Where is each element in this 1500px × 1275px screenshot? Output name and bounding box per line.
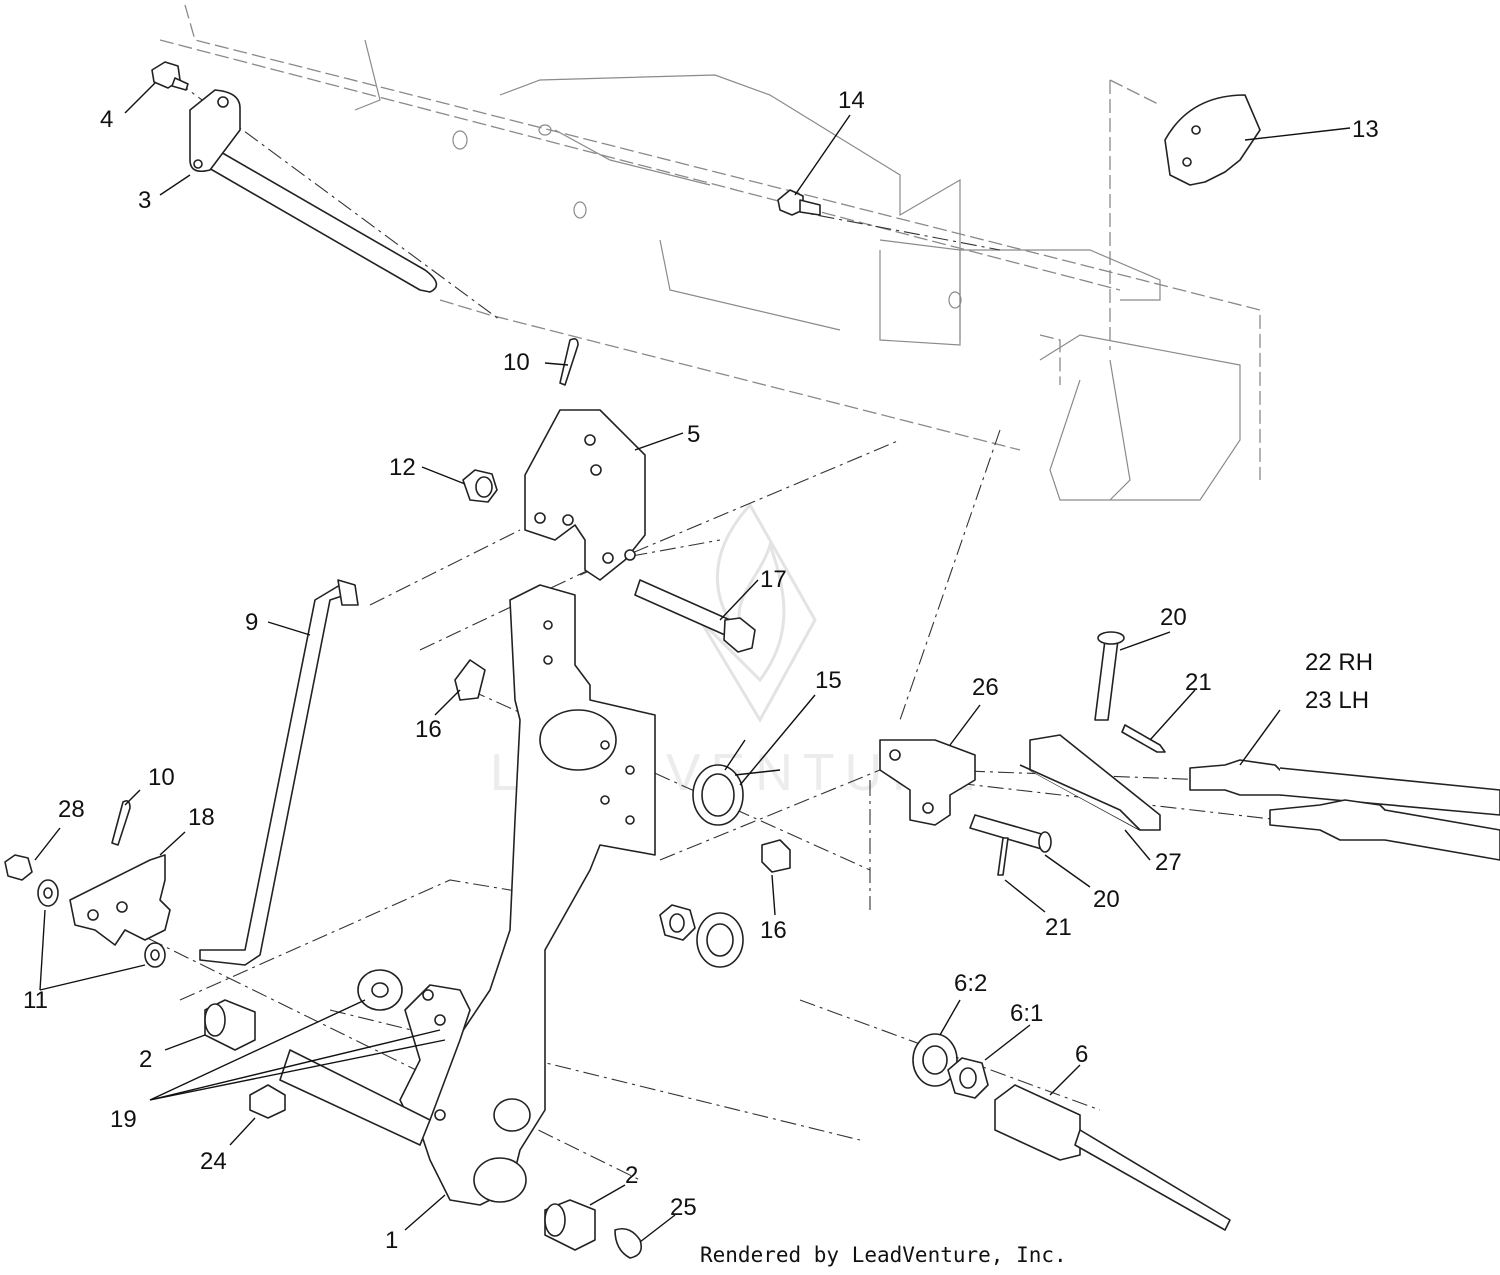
callout-17: 17 [760,566,787,593]
part-17-bolt [634,579,756,653]
callout-6-1: 6:1 [1010,1000,1043,1027]
callout-28: 28 [58,796,85,823]
part-11-washer-b [144,942,166,968]
part-19-hub [279,1049,431,1146]
part-11-washer-a [37,879,59,907]
part-20-clevis-pin-lower [969,814,1052,853]
callout-9: 9 [245,609,258,636]
part-26-clevis [879,739,976,826]
callout-15: 15 [815,667,842,694]
part-28-nut [4,854,33,881]
callout-24: 24 [200,1148,227,1175]
callout-19: 19 [110,1106,137,1133]
callout-16-lower: 16 [760,917,787,944]
callout-labels: 4 3 14 13 10 5 12 17 9 15 16 20 22 RH 23… [23,87,1379,1254]
part-4-bolt [151,61,189,91]
part-19-link-plate [399,984,471,1121]
callout-10-lower: 10 [148,764,175,791]
part-5-bracket [524,409,646,581]
part-21-cotter-pin-upper [1121,724,1166,753]
callout-27: 27 [1155,849,1182,876]
callout-26: 26 [972,674,999,701]
callout-21-upper: 21 [1185,669,1212,696]
part-23-cable-lh [1269,799,1500,861]
part-6-cable-assembly [994,1084,1231,1231]
part-27-yoke [1019,734,1161,831]
part-20-clevis-pin-upper [1094,631,1125,721]
callout-6-2: 6:2 [954,970,987,997]
callout-14: 14 [838,87,865,114]
part-6-2-lock-washer [912,1033,958,1087]
callout-18: 18 [188,804,215,831]
callout-25: 25 [670,1194,697,1221]
callout-22-rh: 22 RH [1305,649,1373,676]
frame-ghost [159,4,1261,501]
callout-20-lower: 20 [1093,886,1120,913]
part-2-bushing-right [544,1199,596,1251]
callout-1: 1 [385,1227,398,1254]
part-19-spacer [357,969,403,1011]
footer-rendered-by: Rendered by LeadVenture, Inc. [700,1243,1067,1267]
callout-13: 13 [1352,116,1379,143]
part-16-bushing-lower [761,839,791,873]
callout-10-top: 10 [503,349,530,376]
part-13-bumper [1164,94,1261,186]
callout-20-upper: 20 [1160,604,1187,631]
callout-12: 12 [389,454,416,481]
part-2-bushing-left [204,999,256,1051]
callout-6: 6 [1075,1041,1088,1068]
callout-2-left: 2 [139,1046,152,1073]
leader-lines [34,82,1351,1243]
part-16-bushing-upper [454,659,486,701]
part-15-torsion-spring [692,739,781,826]
callout-3: 3 [138,187,151,214]
callout-21-lower: 21 [1045,914,1072,941]
part-1-pedal-arm [419,584,656,1206]
part-10-cotter-pin-lower [111,800,131,846]
callout-23-lh: 23 LH [1305,687,1369,714]
part-9-control-rod [199,579,359,966]
callout-2-right: 2 [625,1162,638,1189]
callout-11: 11 [23,987,48,1014]
part-24-grease-fitting [249,1084,286,1119]
part-lock-washer-mid [696,912,744,968]
part-25-retaining-ring [614,1227,643,1259]
part-14-bolt [777,189,821,216]
part-3-pivot-shaft [189,89,438,293]
part-22-cable-rh [1189,759,1500,816]
part-21-cotter-pin-lower [997,837,1009,876]
callout-5: 5 [687,421,700,448]
part-6-1-jam-nut [947,1057,989,1099]
part-18-lever-plate [69,854,171,946]
callout-4: 4 [100,106,113,133]
part-jam-nut-mid [659,904,696,941]
callout-16-upper: 16 [415,716,442,743]
part-12-flange-nut [462,469,498,503]
part-10-cotter-pin-top [559,338,579,386]
